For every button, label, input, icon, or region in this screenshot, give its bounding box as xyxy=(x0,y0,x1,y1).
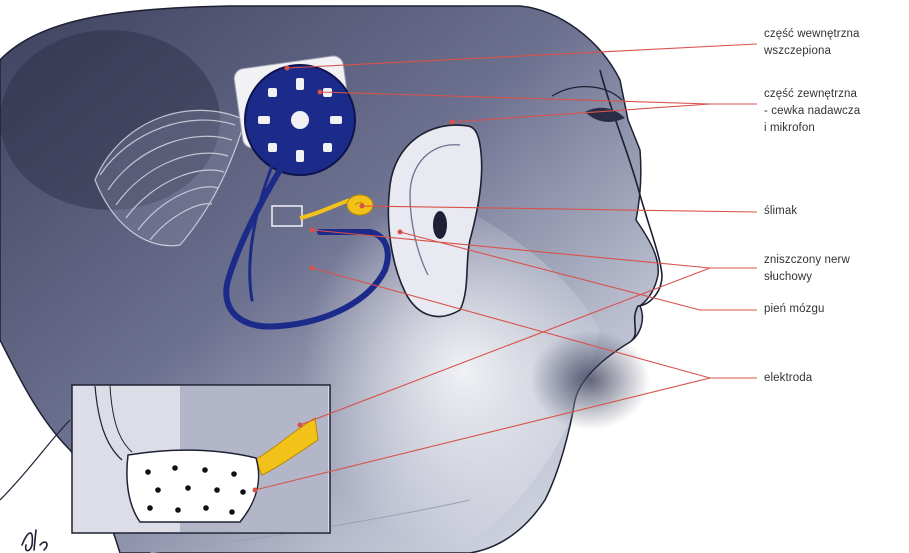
label-outer-part: część zewnętrzna - cewka nadawcza i mikr… xyxy=(764,86,860,137)
inset-detail xyxy=(72,385,330,533)
label-brainstem: pień mózgu xyxy=(764,301,824,318)
label-damaged-nerve: zniszczony nerw słuchowy xyxy=(764,252,850,286)
label-electrode: elektroda xyxy=(764,370,812,387)
artist-signature xyxy=(22,530,47,551)
label-inner-part: część wewnętrzna wszczepiona xyxy=(764,26,860,60)
label-cochlea: ślimak xyxy=(764,203,797,220)
